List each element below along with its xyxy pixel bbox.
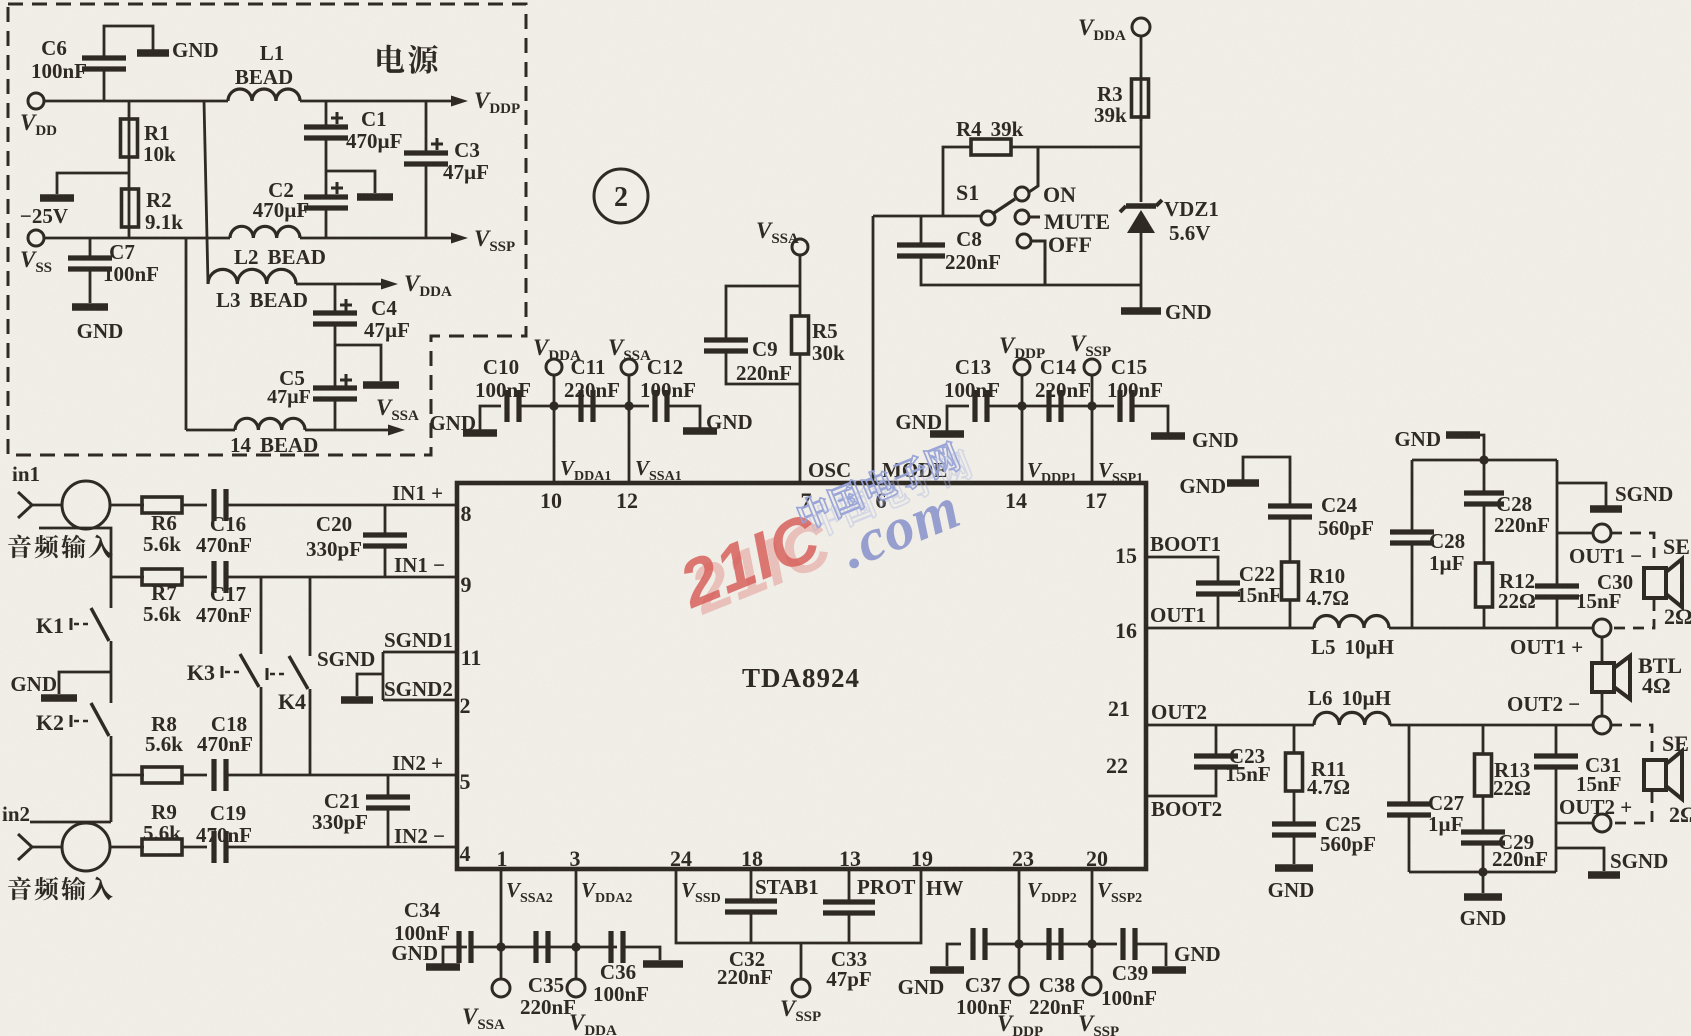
schematic-figure: VDD VDDP L1 BEAD GND C6 100nF R1 10k −25…	[0, 0, 1691, 1036]
paper-grain	[0, 0, 1691, 1036]
schematic-page: VDD VDDP L1 BEAD GND C6 100nF R1 10k −25…	[0, 0, 1691, 1036]
